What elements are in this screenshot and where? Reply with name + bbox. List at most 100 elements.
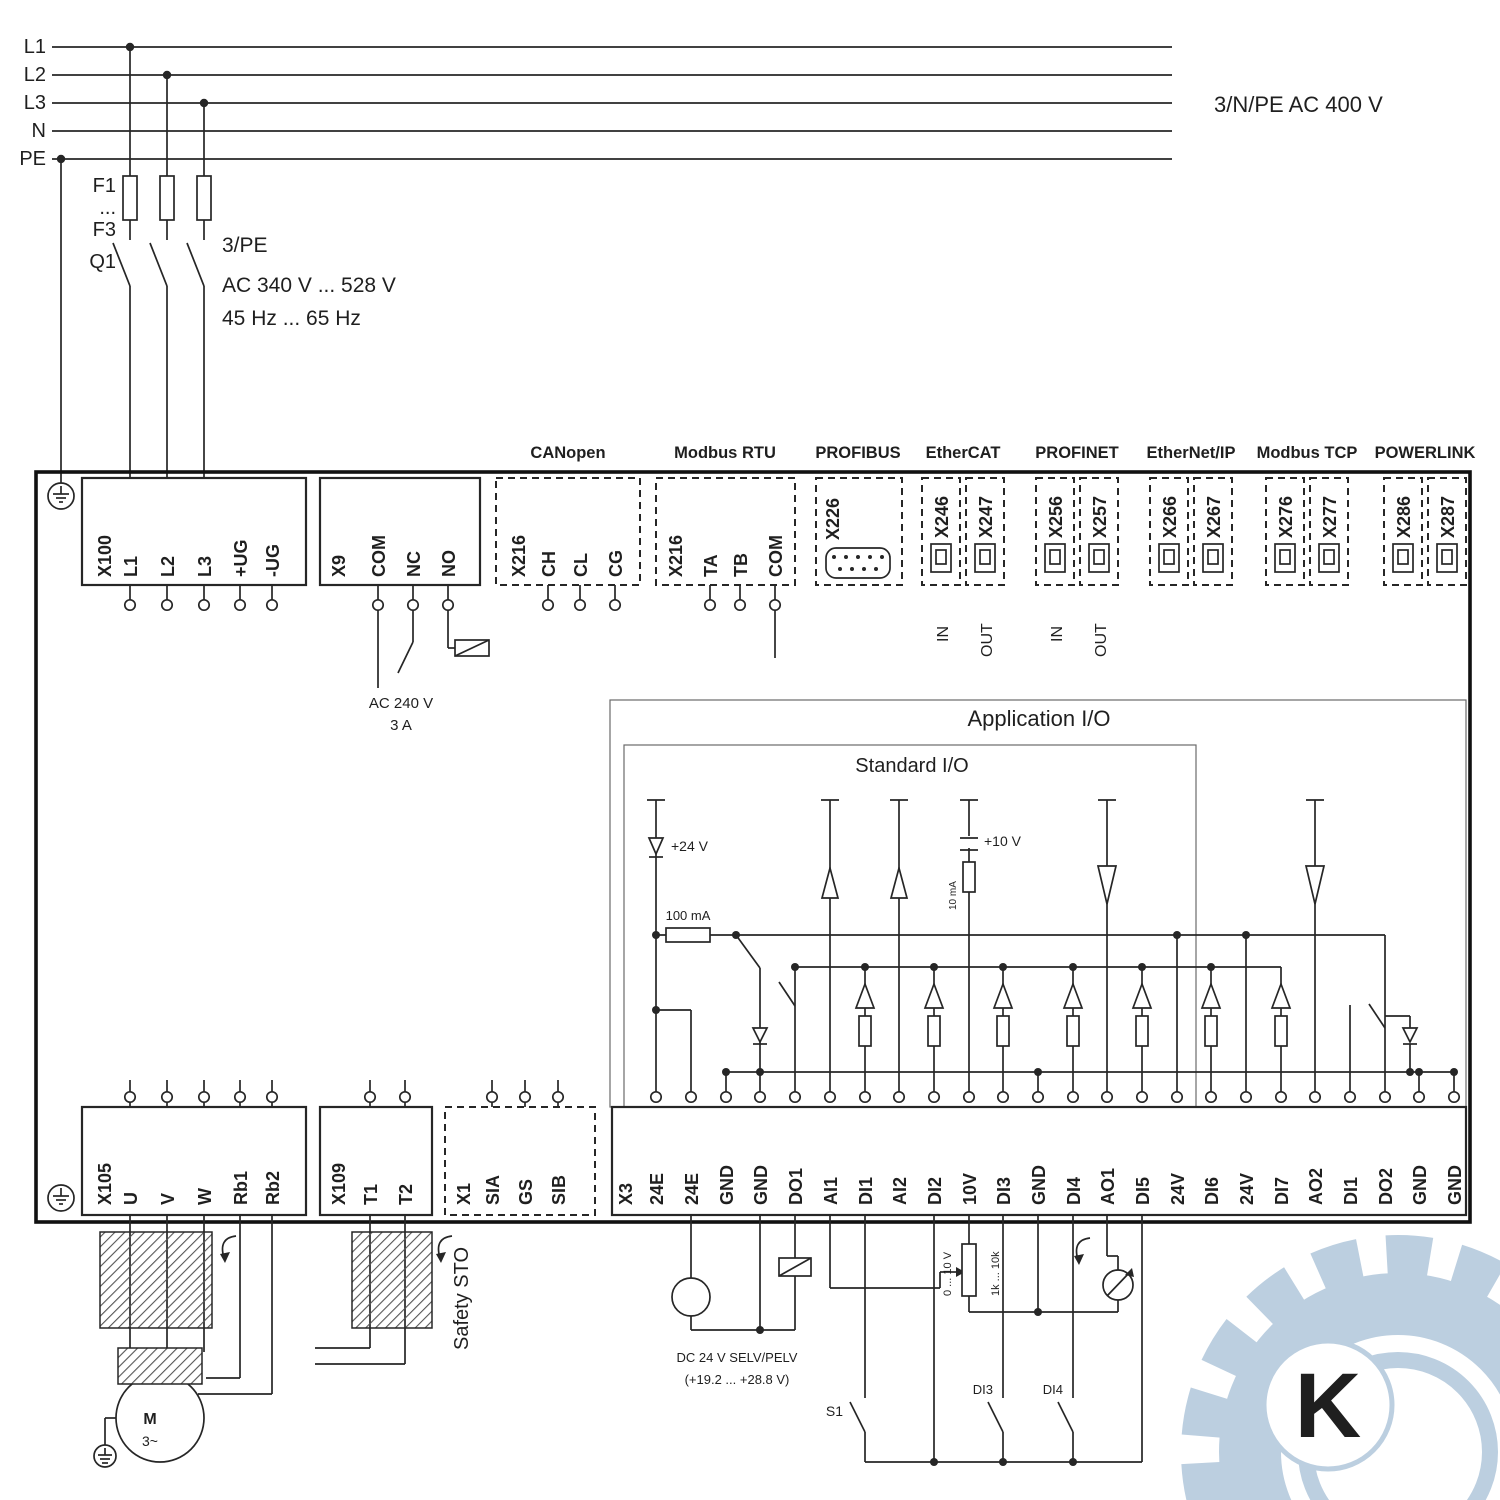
- x105-terminal-label: Rb1: [231, 1171, 251, 1205]
- x3-terminal-label: 24V: [1168, 1173, 1188, 1205]
- ai2-arrow-icon: [889, 864, 909, 899]
- rj45-icon: [1158, 543, 1180, 573]
- x3-terminal-label: 10V: [960, 1173, 980, 1205]
- header-modbus-tcp: Modbus TCP: [1257, 444, 1358, 462]
- resistor-10ma: [962, 861, 976, 893]
- di-buffer-icon: [854, 981, 876, 1009]
- x9-terminal-label: NO: [439, 550, 459, 577]
- f10-label: 10 mA: [948, 881, 959, 910]
- di-buffer-icon: [1270, 981, 1292, 1009]
- x3-terminal-circles: [649, 1090, 1461, 1104]
- x3-terminal-label: DO2: [1376, 1168, 1396, 1205]
- rj45-icon: [930, 543, 952, 573]
- x3-terminal-label: DI1: [1341, 1177, 1361, 1205]
- di-buffer-icon: [1131, 981, 1153, 1009]
- x100-name: X100: [95, 535, 115, 577]
- x3-terminal-label: DI5: [1133, 1177, 1153, 1205]
- x105-terminal-label: V: [158, 1193, 178, 1205]
- fuse-f1: [122, 175, 138, 221]
- x100-terminal-label: L3: [195, 556, 215, 577]
- x3-name: X3: [616, 1183, 636, 1205]
- db9-connector-icon: [825, 547, 891, 579]
- x1-terminal-label: SIA: [483, 1175, 503, 1205]
- terminal-block-canopen: X216 CH CL CG: [495, 477, 641, 612]
- di-buffer-icon: [992, 981, 1014, 1009]
- do2-transistor: [1368, 1003, 1386, 1029]
- profinet-out: OUT: [1093, 623, 1110, 657]
- mains-rails: L1 L2 L3 N PE 3/N/PE AC 400 V: [19, 36, 1383, 170]
- x3-terminal-label: 24V: [1237, 1173, 1257, 1205]
- x109-terminal-label: T2: [396, 1184, 416, 1205]
- standard-io-title: Standard I/O: [855, 755, 968, 777]
- modbus-tcp-a: X276: [1276, 496, 1296, 538]
- x9-name: X9: [329, 555, 349, 577]
- modbus-rtu-terminal-label: COM: [766, 535, 786, 577]
- header-canopen: CANopen: [530, 444, 605, 462]
- do1-transistor: [778, 981, 796, 1007]
- modbus-rtu-name: X216: [666, 535, 686, 577]
- fuse-label-dots: ...: [99, 197, 116, 219]
- x1-terminal-label: GS: [516, 1179, 536, 1205]
- do1-contact: [735, 934, 761, 969]
- canopen-terminal-label: CG: [606, 550, 626, 577]
- di-buffer-icon: [1062, 981, 1084, 1009]
- supply-drops: F1 ... F3 Q1 3/PE AC 340 V ... 528 V 45 …: [60, 47, 396, 483]
- diode: [751, 1027, 769, 1044]
- p10-label: +10 V: [984, 833, 1022, 849]
- di-buffer-icon: [1200, 981, 1222, 1009]
- switch-s1: [849, 1401, 866, 1433]
- ethercat-in: IN: [935, 626, 952, 642]
- earth-symbol-top: [47, 482, 75, 510]
- io-region: Application I/O Standard I/O: [609, 699, 1467, 1108]
- safety-sto-label: Safety STO: [451, 1247, 473, 1350]
- fieldbus-connector-blocks: X246 X247 IN OUT X256 X257 IN OUT X266 X…: [921, 477, 1467, 657]
- switch-di4: [1057, 1401, 1074, 1433]
- profinet-in: IN: [1049, 626, 1066, 642]
- x1-terminal-label: SIB: [549, 1175, 569, 1205]
- x109-terminal-label: T1: [361, 1184, 381, 1205]
- x3-terminal-label: AO2: [1306, 1168, 1326, 1205]
- pot-resistance-label: 1k ... 10k: [990, 1251, 1002, 1296]
- powerlink-b: X287: [1438, 496, 1458, 538]
- fuse-100ma-label: 100 mA: [666, 908, 711, 923]
- modbus-rtu-terminal-label: TA: [701, 554, 721, 577]
- x100-terminal-label: -UG: [263, 544, 283, 577]
- x3-terminal-label: DI4: [1064, 1177, 1084, 1205]
- x3-terminal-label: AO1: [1098, 1168, 1118, 1205]
- header-powerlink: POWERLINK: [1375, 444, 1476, 462]
- profinet-b: X257: [1090, 496, 1110, 538]
- powerlink-a: X286: [1394, 496, 1414, 538]
- breaker-blade-2: [149, 242, 168, 287]
- pot-wiper-arrow: [956, 1267, 965, 1277]
- x3-terminal-label: DO1: [786, 1168, 806, 1205]
- breaker-blade-1: [112, 242, 131, 287]
- motor-wiring: M 3~: [93, 1215, 453, 1468]
- motor-label: M: [143, 1411, 156, 1428]
- pot-voltage-label: 0 ... 10 V: [942, 1251, 954, 1296]
- header-modbus-rtu: Modbus RTU: [674, 444, 776, 462]
- x100-terminal-label: L1: [121, 556, 141, 577]
- p24-label: +24 V: [671, 838, 709, 854]
- dc-supply-icon: [671, 1277, 711, 1317]
- terminal-block-profibus: X226: [815, 477, 903, 586]
- rail-label-l1: L1: [24, 36, 46, 58]
- header-ethernet-ip: EtherNet/IP: [1147, 444, 1236, 462]
- x109-name: X109: [329, 1163, 349, 1205]
- header-profibus: PROFIBUS: [815, 444, 900, 462]
- io-circuitry: +24 V 100 mA +10 V 10 mA: [647, 799, 1458, 1092]
- x100-terminal-label: +UG: [231, 539, 251, 577]
- di4-switch-label: DI4: [1043, 1382, 1063, 1397]
- sensor-cable-shield: [351, 1231, 433, 1329]
- fieldbus-headers: CANopen Modbus RTU PROFIBUS EtherCAT PRO…: [530, 444, 1475, 462]
- fuse-label-f3: F3: [93, 219, 116, 241]
- rail-label-l2: L2: [24, 64, 46, 86]
- relay-contact: [397, 641, 414, 674]
- x3-terminal-label: GND: [717, 1165, 737, 1205]
- external-io-wiring: DC 24 V SELV/PELV (+19.2 ... +28.8 V) 0 …: [671, 1215, 1143, 1466]
- modbus-rtu-terminal-label: TB: [731, 553, 751, 577]
- device-box: [34, 470, 1472, 1224]
- ethercat-out: OUT: [979, 623, 996, 657]
- breaker-label-q1: Q1: [89, 251, 116, 273]
- earth-symbol-bottom: [47, 1184, 75, 1212]
